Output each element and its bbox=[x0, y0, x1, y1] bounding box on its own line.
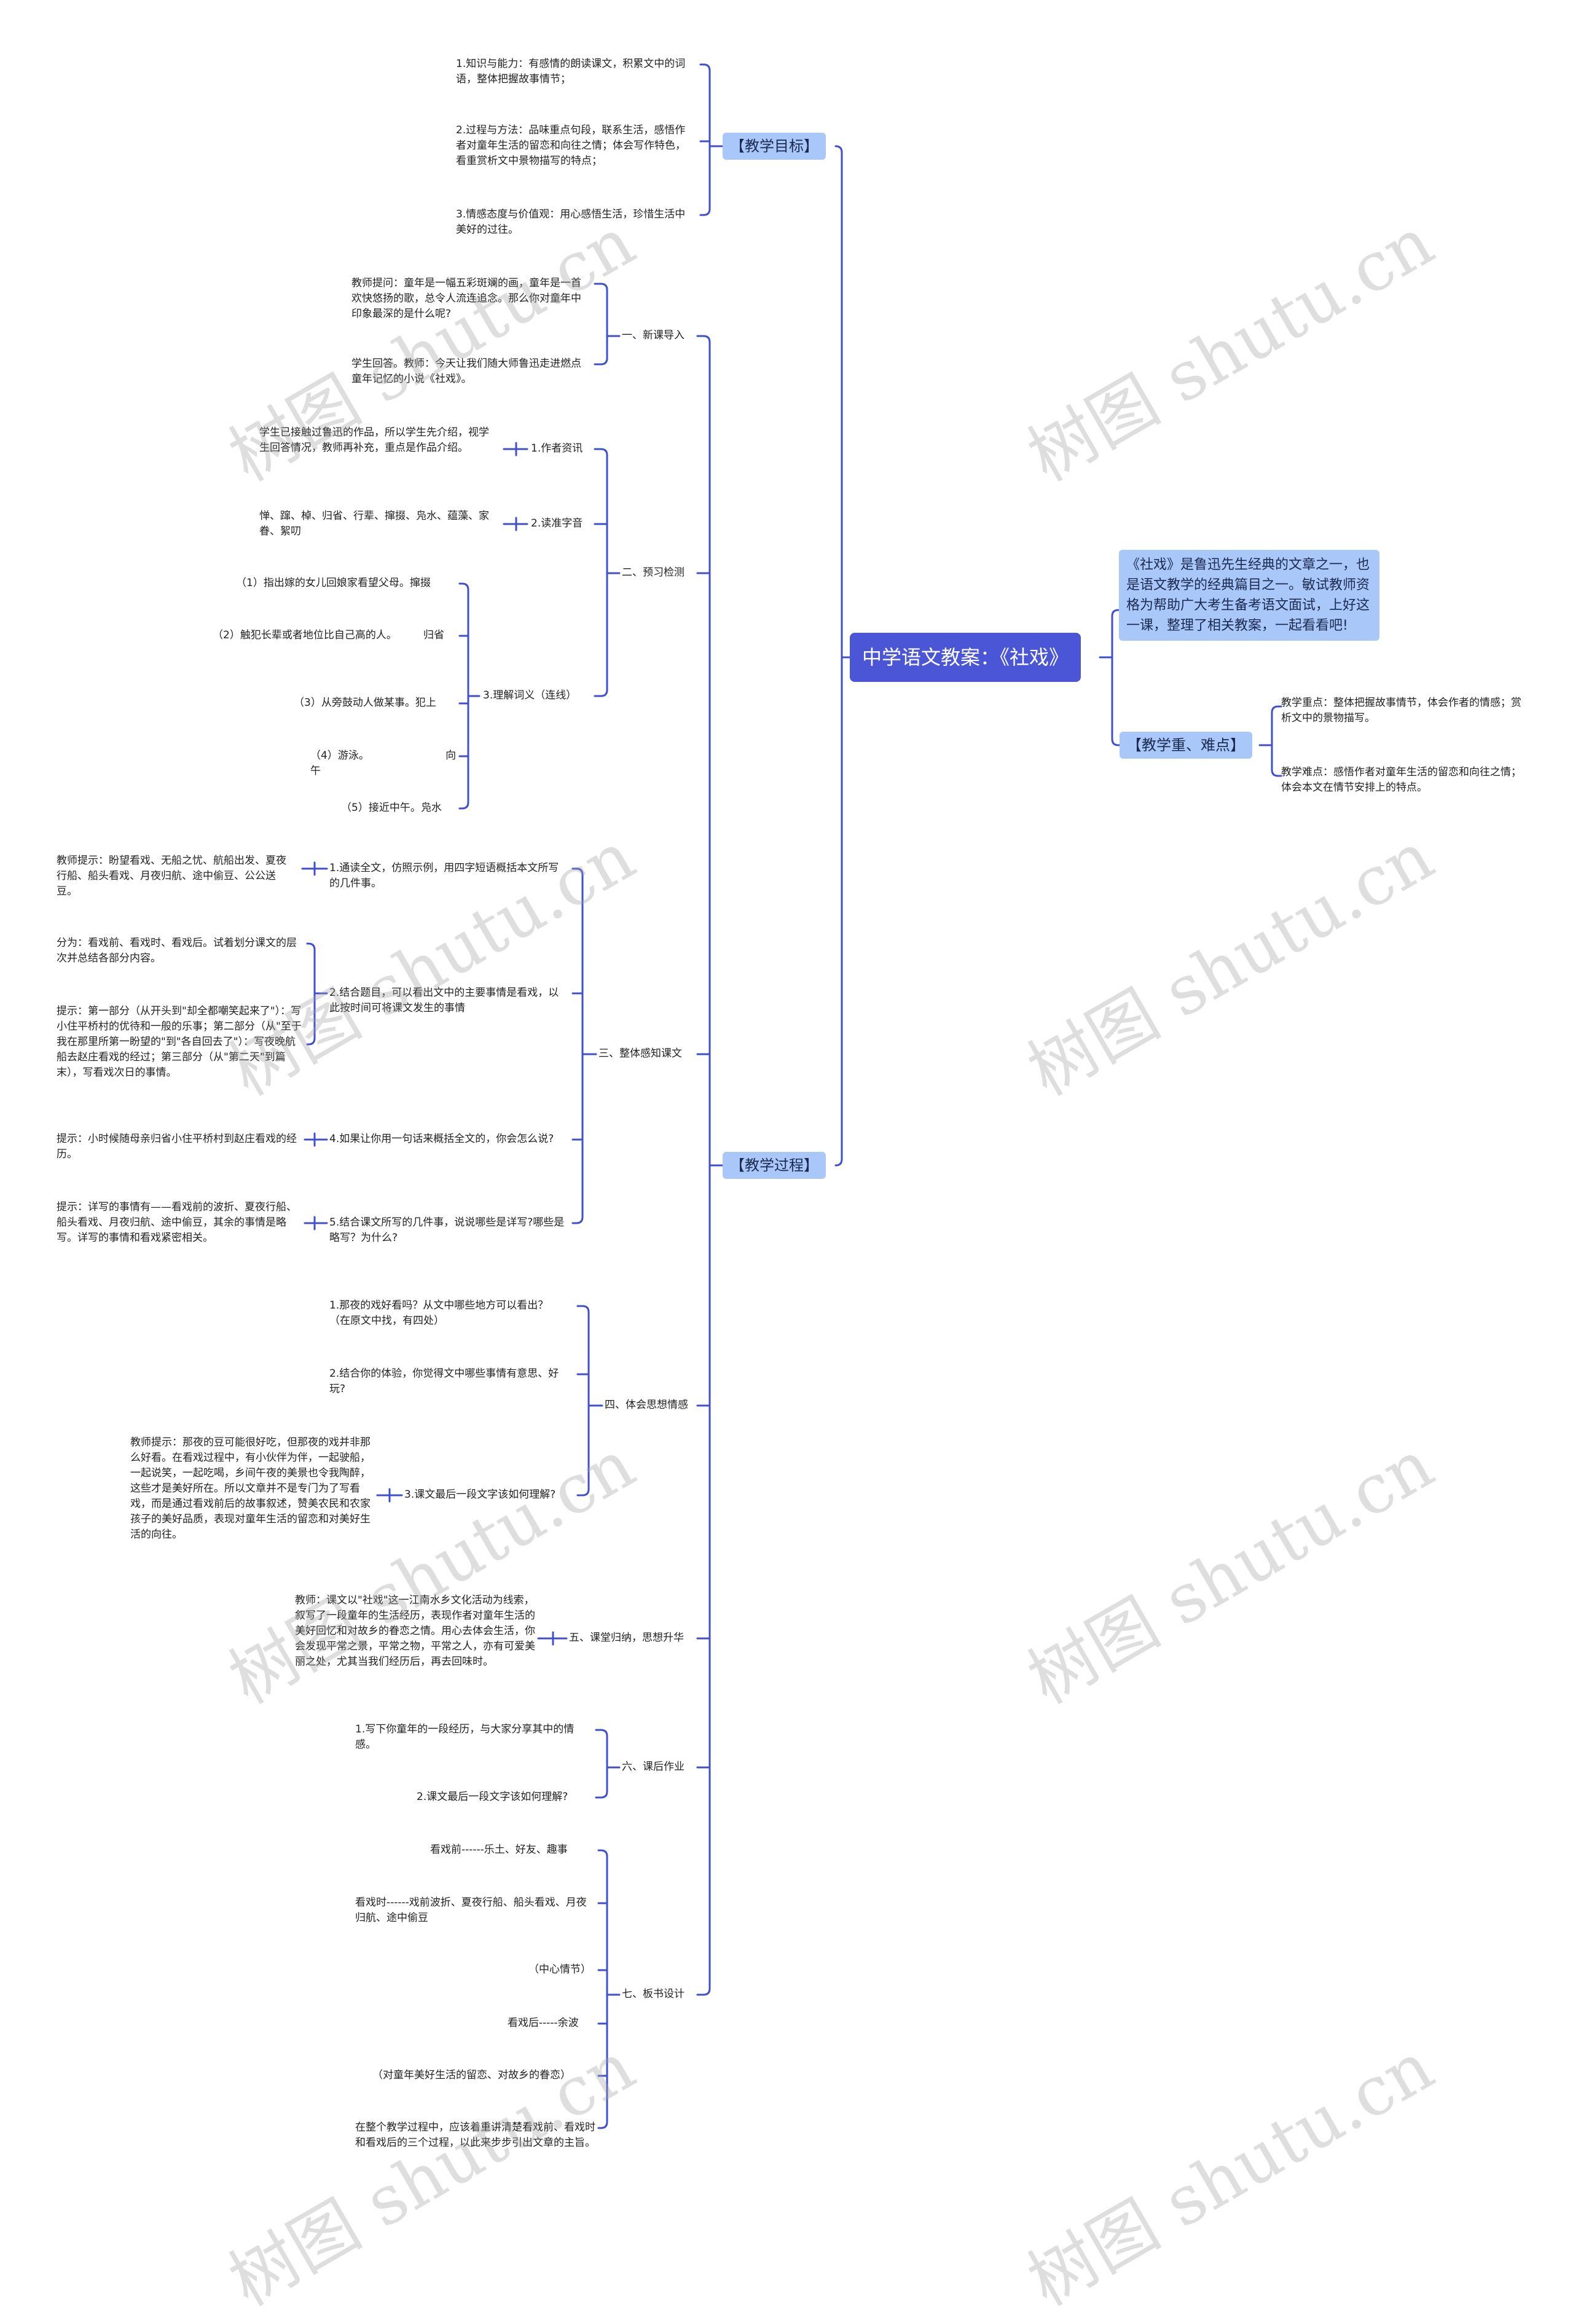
goals-node[interactable]: 【教学目标】 bbox=[723, 133, 826, 160]
s2-vocab-item: （1）指出嫁的女儿回娘家看望父母。撺掇 bbox=[236, 577, 431, 589]
root-right-branch bbox=[1111, 609, 1120, 617]
s2-branch bbox=[594, 448, 608, 574]
goal-item: 1.知识与能力：有感情的朗读课文，积累文中的词语，整体把握故事情节； bbox=[456, 58, 686, 85]
s2-pron-label[interactable]: 2.读准字音 bbox=[531, 517, 583, 530]
s2-vocab-item: （2）触犯长辈或者地位比自己高的人。 归省 bbox=[213, 629, 445, 641]
s3-branch bbox=[571, 867, 584, 1055]
s1-item: 教师提问：童年是一幅五彩斑斓的画，童年是一首欢快悠扬的歌，总令人流连追念。那么你… bbox=[351, 277, 581, 320]
s6-item: 2.课文最后一段文字该如何理解? bbox=[417, 1791, 568, 1803]
section-2-label[interactable]: 二、预习检测 bbox=[622, 566, 685, 579]
s2-pron-text: 惮、蹿、棹、归省、行辈、撺掇、凫水、蕴藻、家眷、絮叨 bbox=[259, 510, 489, 538]
mindmap-canvas: 中学语文教案：《社戏》 《社戏》是鲁迅先生经典的文章之一，也是语文教学的经典篇目… bbox=[57, 58, 1521, 2321]
s1-item: 学生回答。教师：今天让我们随大师鲁迅走进燃点童年记忆的小说《社戏》。 bbox=[351, 358, 581, 385]
s4-branch bbox=[576, 1305, 590, 1407]
s4-q1[interactable]: 1.那夜的戏好看吗？从文中哪些地方可以看出？（在原文中找，有四处） bbox=[329, 1299, 549, 1327]
s4-q3-hint: 教师提示：那夜的豆可能很好吃，但那夜的戏并非那么好看。在看戏过程中，有小伙伴为伴… bbox=[130, 1436, 371, 1541]
s3-q2-item: 分为：看戏前、看戏时、看戏后。试着划分课文的层次并总结各部分内容。 bbox=[57, 937, 297, 964]
goal-item: 3.情感态度与价值观：用心感悟生活，珍惜生活中美好的过往。 bbox=[456, 208, 686, 236]
process-node[interactable]: 【教学过程】 bbox=[723, 1152, 826, 1179]
s3-q5-hint: 提示：详写的事情有——看戏前的波折、夏夜行船、船头看戏、月夜归航、途中偷豆，其余… bbox=[57, 1201, 297, 1244]
s1-branch bbox=[594, 283, 608, 337]
s3-q4[interactable]: 4.如果让你用一句话来概括全文的，你会怎么说? bbox=[329, 1133, 554, 1145]
s3-q2[interactable]: 2.结合题目，可以看出文中的主要事情是看戏，以此按时间可将课文发生的事情 bbox=[329, 987, 559, 1014]
key-points-node[interactable]: 【教学重、难点】 bbox=[1120, 732, 1252, 759]
s4-branch bbox=[576, 1404, 590, 1497]
s7-item: 在整个教学过程中，应该着重讲清楚看戏前、看戏时和看戏后的三个过程，以此来步步引出… bbox=[355, 2121, 595, 2149]
s7-item: 看戏时------戏前波折、夏夜行船、船头看戏、月夜归航、途中偷豆 bbox=[355, 1896, 587, 1924]
s7-item: 看戏前------乐土、好友、趣事 bbox=[430, 1844, 568, 1856]
s2-vocab-label[interactable]: 3.理解词义（连线） bbox=[483, 689, 577, 702]
s3q2-branch bbox=[306, 992, 316, 1046]
s3-q5[interactable]: 5.结合课文所写的几件事，说说哪些是详写?哪些是略写？为什么? bbox=[329, 1216, 565, 1244]
keypoints-branch bbox=[1271, 705, 1282, 714]
key-point-item: 教学难点：感悟作者对童年生活的留恋和向往之情；体会本文在情节安排上的特点。 bbox=[1281, 766, 1521, 794]
s2-vocab-item: （3）从旁鼓动人做某事。犯上 bbox=[294, 697, 436, 709]
connector-lines bbox=[301, 63, 1282, 2129]
goals-branch bbox=[699, 145, 711, 216]
s4-q3[interactable]: 3.课文最后一段文字该如何理解? bbox=[404, 1489, 556, 1501]
key-point-item: 教学重点：整体把握故事情节，体会作者的情感；赏析文中的景物描写。 bbox=[1281, 697, 1521, 724]
root-node[interactable]: 中学语文教案：《社戏》 bbox=[850, 633, 1081, 682]
s3q2-branch bbox=[306, 942, 316, 995]
section-6-label[interactable]: 六、课后作业 bbox=[622, 1761, 685, 1773]
s3-q1[interactable]: 1.通读全文，仿照示例，用四字短语概括本文所写的几件事。 bbox=[329, 862, 559, 890]
s2c-branch bbox=[458, 582, 469, 697]
section-4-label[interactable]: 四、体会思想情感 bbox=[605, 1399, 688, 1411]
s2-vocab-item: （5）接近中午。凫水 bbox=[341, 802, 442, 814]
s2-branch bbox=[594, 572, 608, 697]
s7-item: （中心情节） bbox=[528, 1963, 591, 1976]
section-5-label[interactable]: 五、课堂归纳，思想升华 bbox=[569, 1632, 684, 1644]
s7-item: 看戏后-----余波 bbox=[508, 2017, 579, 2029]
s2-vocab-item: （4）游泳。 向午 bbox=[310, 749, 457, 777]
s2c-branch bbox=[458, 695, 469, 810]
keypoints-branch bbox=[1271, 769, 1282, 777]
s7-branch bbox=[597, 1993, 608, 2129]
s6-item: 1.写下你童年的一段经历，与大家分享其中的情感。 bbox=[355, 1723, 575, 1751]
s6-branch bbox=[595, 1729, 608, 1769]
s6-branch bbox=[595, 1766, 608, 1799]
s7-item: （对童年美好生活的留恋、对故乡的眷恋） bbox=[372, 2069, 571, 2081]
process-branch bbox=[696, 1164, 711, 1996]
process-branch bbox=[696, 335, 711, 1167]
section-7-label[interactable]: 七、板书设计 bbox=[622, 1988, 685, 2000]
s2-author-text: 学生已接触过鲁迅的作品，所以学生先介绍，视学生回答情况，教师再补充，重点是作品介… bbox=[259, 426, 489, 454]
s4-q2[interactable]: 2.结合你的体验，你觉得文中哪些事情有意思、好玩? bbox=[329, 1367, 559, 1395]
intro-node[interactable]: 《社戏》是鲁迅先生经典的文章之一，也是语文教学的经典篇目之一。敏试教师资格为帮助… bbox=[1119, 550, 1379, 641]
goals-branch bbox=[699, 63, 711, 147]
s5-text: 教师：课文以"社戏"这一江南水乡文化活动为线索，叙写了一段童年的生活经历，表现作… bbox=[295, 1594, 535, 1668]
s3-q1-hint: 教师提示：盼望看戏、无船之忧、航船出发、夏夜行船、船头看戏、月夜归航、途中偷豆、… bbox=[57, 855, 286, 898]
section-3-label[interactable]: 三、整体感知课文 bbox=[598, 1047, 682, 1060]
section-1-label[interactable]: 一、新课导入 bbox=[622, 329, 685, 342]
goal-item: 2.过程与方法：品味重点句段，联系生活，感悟作者对童年生活的留恋和向往之情；体会… bbox=[456, 124, 686, 167]
s2-author-label[interactable]: 1.作者资讯 bbox=[531, 442, 583, 455]
s3-q4-hint: 提示：小时候随母亲归省小住平桥村到赵庄看戏的经历。 bbox=[57, 1133, 297, 1160]
s3-q2-item: 提示：第一部分（从开头到"却全都嘲笑起来了"）：写小住平桥村的优待和一般的乐事；… bbox=[57, 1005, 302, 1079]
root-right-branch bbox=[1111, 738, 1121, 746]
s1-branch bbox=[594, 335, 608, 366]
